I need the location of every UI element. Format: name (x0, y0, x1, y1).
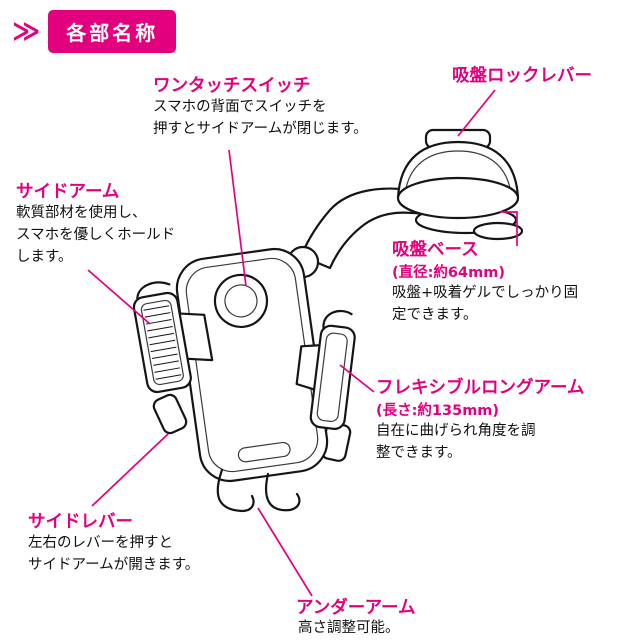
callout-line-suction-base (500, 211, 518, 246)
label-flexible-long-arm: フレキシブルロングアーム (376, 378, 585, 398)
page-title: 各部名称 (48, 10, 177, 53)
chevron-icon: ≫ (12, 16, 41, 47)
label-under-arm: アンダーアーム (296, 598, 416, 618)
callout-line-one-touch-switch (228, 149, 247, 287)
section-header: ≫ 各部名称 (12, 10, 177, 53)
side-arm-right-drawing (295, 309, 356, 430)
callout-line-under-arm (257, 507, 313, 597)
suction-base-drawing (396, 128, 524, 241)
under-arm-drawing (216, 468, 301, 513)
label-one-touch-switch: ワンタッチスイッチ (153, 76, 311, 96)
desc-one-touch-switch: スマホの背面でスイッチを 押すとサイドアームが閉じます。 (153, 99, 368, 137)
side-arm-left-drawing (132, 281, 214, 394)
callout-line-suction-lock-lever (457, 89, 496, 137)
callout-line-side-arm (87, 269, 151, 325)
callout-lines (87, 89, 518, 597)
desc-under-arm: 高さ調整可能。 (298, 620, 400, 636)
side-lever-left-drawing (152, 393, 188, 435)
desc-suction-base: 吸盤+吸着ゲルでしっかり固 定できます。 (392, 285, 579, 323)
spec-suction-base: (直径:約64mm) (392, 265, 505, 281)
label-suction-base: 吸盤ベース (392, 240, 479, 260)
one-touch-switch-drawing (213, 273, 269, 329)
label-side-arm: サイドアーム (16, 182, 120, 202)
callout-line-flexible-long-arm (339, 364, 375, 393)
desc-side-lever: 左右のレバーを押すと サイドアームが開きます。 (28, 535, 200, 573)
desc-flexible-long-arm: 自在に曲げられ角度を調 整できます。 (376, 423, 536, 461)
callout-line-side-lever (91, 433, 169, 507)
label-suction-lock-lever: 吸盤ロックレバー (452, 66, 592, 86)
label-side-lever: サイドレバー (28, 512, 133, 532)
spec-flexible-long-arm: (長さ:約135mm) (376, 403, 500, 419)
desc-side-arm: 軟質部材を使用し、 スマホを優しくホールド します。 (16, 205, 176, 265)
